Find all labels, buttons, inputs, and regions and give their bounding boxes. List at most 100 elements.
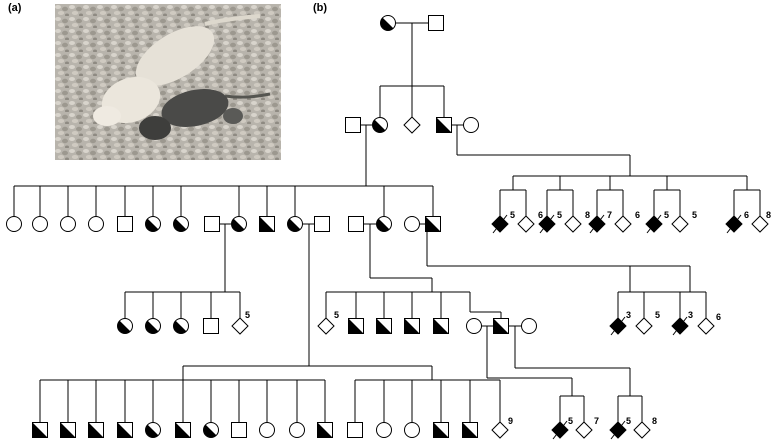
gen4-carrier-female bbox=[145, 318, 161, 334]
gen4-carrier-female bbox=[117, 318, 133, 334]
count-label: 3 bbox=[626, 310, 631, 320]
founder-male bbox=[428, 15, 444, 31]
gen3-female bbox=[32, 216, 48, 232]
gen3-carrier-male bbox=[259, 216, 275, 232]
gen5-carrier-male bbox=[317, 422, 333, 438]
gen5-unspecified-group bbox=[491, 421, 509, 439]
gen3-female bbox=[6, 216, 22, 232]
gen2-spouse-male bbox=[345, 117, 361, 133]
gen3-carrier-female bbox=[173, 216, 189, 232]
gen3-carrier-male bbox=[425, 216, 441, 232]
light-mouse bbox=[93, 14, 261, 126]
gen2-spouse-female bbox=[463, 117, 479, 133]
count-label: 5 bbox=[557, 210, 562, 220]
gen4-affected-deceased-group bbox=[671, 316, 689, 336]
panel-b-label: (b) bbox=[313, 2, 328, 14]
count-label: 5 bbox=[664, 210, 669, 220]
gen5-female bbox=[289, 422, 305, 438]
gen5-unaffected-group bbox=[575, 421, 593, 439]
gen5-unaffected-group bbox=[633, 421, 651, 439]
gen4-unaffected-group bbox=[635, 317, 653, 335]
gen3-affected-deceased-group bbox=[645, 214, 663, 234]
gen3-carrier-female bbox=[287, 216, 303, 232]
gen5-female bbox=[259, 422, 275, 438]
gen4-unaffected-group bbox=[697, 317, 715, 335]
gen3-female bbox=[60, 216, 76, 232]
gen4-male bbox=[203, 318, 219, 334]
generation-1 bbox=[380, 15, 444, 86]
gen4-spouse-female bbox=[521, 318, 537, 334]
gen5-female bbox=[404, 422, 420, 438]
gen2-sibling-diamond bbox=[403, 116, 421, 134]
gen5-carrier-male bbox=[60, 422, 76, 438]
count-label: 8 bbox=[652, 416, 657, 426]
gen5-carrier-male bbox=[462, 422, 478, 438]
gen5-carrier-male bbox=[32, 422, 48, 438]
gen3-affected-deceased-group bbox=[588, 214, 606, 234]
count-label: 5 bbox=[626, 416, 631, 426]
count-label: 6 bbox=[635, 210, 640, 220]
count-label: 6 bbox=[716, 312, 721, 322]
founder-female-carrier bbox=[380, 15, 396, 31]
gen3-spouse-male bbox=[348, 216, 364, 232]
gen5-male bbox=[347, 422, 363, 438]
gen3-male bbox=[117, 216, 133, 232]
gen3-unaffected-group bbox=[671, 215, 689, 233]
gen5-carrier-male bbox=[175, 422, 191, 438]
gen4-carrier-male bbox=[376, 318, 392, 334]
generation-2 bbox=[345, 85, 630, 186]
gen3-unaffected-group bbox=[517, 215, 535, 233]
gen3-unaffected-group bbox=[564, 215, 582, 233]
generation-5: 9 5 7 5 8 bbox=[32, 224, 657, 440]
gen5-female bbox=[376, 422, 392, 438]
generation-3-right: 5 6 5 8 7 6 5 5 6 8 bbox=[491, 155, 771, 234]
count-label: 5 bbox=[655, 310, 660, 320]
gen2-carrier-female bbox=[372, 117, 388, 133]
gen3-affected-deceased-group bbox=[491, 214, 509, 234]
gen3-affected-deceased-group bbox=[725, 214, 743, 234]
generation-4: 5 5 3 bbox=[117, 224, 721, 336]
count-label: 7 bbox=[594, 416, 599, 426]
count-label: 5 bbox=[568, 416, 573, 426]
gen2-carrier-male bbox=[436, 117, 452, 133]
count-label: 5 bbox=[692, 210, 697, 220]
gen4-carrier-male bbox=[493, 318, 509, 334]
gen4-carrier-male bbox=[404, 318, 420, 334]
gen3-spouse-female bbox=[404, 216, 420, 232]
mice-photograph bbox=[55, 4, 281, 160]
dark-mouse bbox=[139, 89, 271, 140]
gen3-carrier-female bbox=[145, 216, 161, 232]
gen5-male bbox=[231, 422, 247, 438]
gen4-unspecified-group bbox=[317, 317, 335, 335]
gen5-carrier-female bbox=[145, 422, 161, 438]
gen5-carrier-male bbox=[117, 422, 133, 438]
count-label: 6 bbox=[538, 210, 543, 220]
count-label: 6 bbox=[744, 210, 749, 220]
gen3-unaffected-group bbox=[614, 215, 632, 233]
gen3-female bbox=[88, 216, 104, 232]
gen4-unspecified-group bbox=[231, 317, 249, 335]
gen5-affected-deceased-group bbox=[551, 420, 569, 440]
count-label: 3 bbox=[688, 310, 693, 320]
gen4-carrier-male bbox=[348, 318, 364, 334]
gen5-carrier-male bbox=[433, 422, 449, 438]
count-label: 5 bbox=[510, 210, 515, 220]
count-label: 5 bbox=[334, 310, 339, 320]
gen3-spouse-male bbox=[314, 216, 330, 232]
generation-3-left bbox=[6, 185, 441, 232]
count-label: 7 bbox=[607, 210, 612, 220]
gen3-carrier-female bbox=[376, 216, 392, 232]
panel-a-label: (a) bbox=[8, 2, 22, 14]
count-label: 8 bbox=[766, 210, 771, 220]
gen4-carrier-male bbox=[433, 318, 449, 334]
count-label: 5 bbox=[245, 310, 250, 320]
gen3-carrier-female bbox=[231, 216, 247, 232]
gen5-carrier-male bbox=[88, 422, 104, 438]
gen3-spouse-male bbox=[204, 216, 220, 232]
gen5-affected-deceased-group bbox=[609, 420, 627, 440]
gen5-carrier-female bbox=[203, 422, 219, 438]
gen4-affected-deceased-group bbox=[609, 316, 627, 336]
gen4-spouse-female bbox=[466, 318, 482, 334]
count-label: 8 bbox=[585, 210, 590, 220]
